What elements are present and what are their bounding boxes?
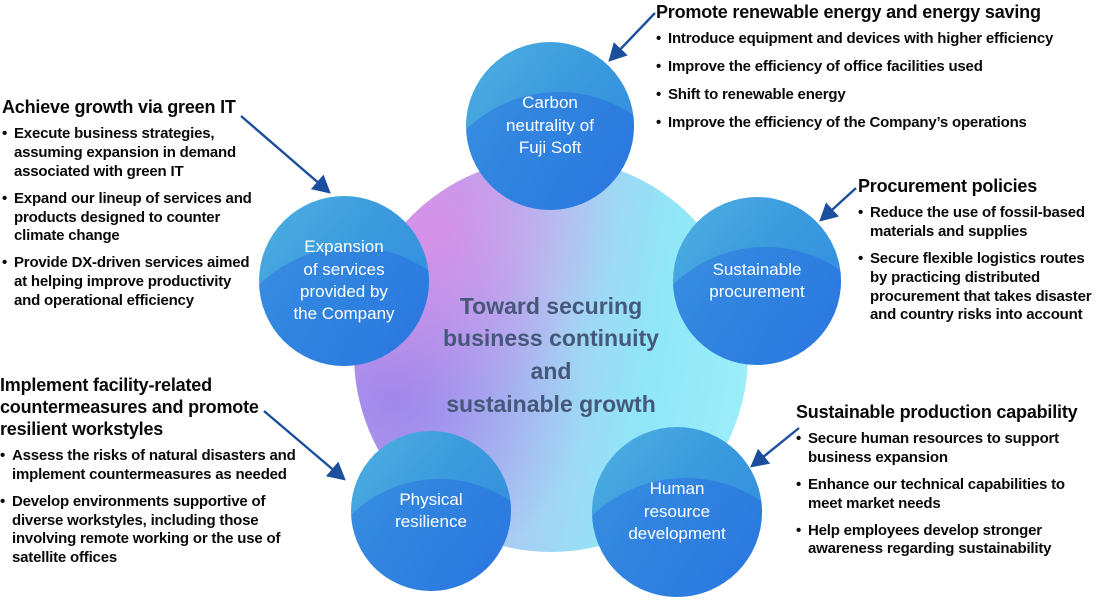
bullet-item: Reduce the use of fossil-based materials… (858, 204, 1100, 242)
bullet-item: Enhance our technical capabilities to me… (796, 476, 1100, 514)
arrow-green-it-to-expansion (240, 115, 331, 194)
node-sustainable-procurement: Sustainable procurement (673, 197, 841, 365)
bullet-item: Provide DX-driven services aimed at help… (2, 254, 254, 311)
annotation-bullet-list: Secure human resources to support busine… (796, 430, 1100, 559)
annotation-facility-countermeasures: Implement facility-related countermeasur… (0, 375, 300, 576)
bullet-item: Expand our lineup of services and produc… (2, 190, 254, 247)
node-procurement-label: Sustainable procurement (709, 259, 805, 301)
bullet-item: Execute business strategies, assuming ex… (2, 125, 254, 182)
node-carbon-label: Carbon neutrality of Fuji Soft (506, 93, 594, 158)
annotation-procurement-policies: Procurement policies Reduce the use of f… (858, 176, 1100, 333)
node-human-resource-development: Human resource development (592, 427, 762, 597)
bullet-item: Secure human resources to support busine… (796, 430, 1100, 468)
bullet-item: Help employees develop stronger awarenes… (796, 522, 1100, 560)
bullet-item: Improve the efficiency of office facilit… (656, 58, 1100, 77)
bullet-item: Secure flexible logistics routes by prac… (858, 250, 1100, 326)
bullet-item: Improve the efficiency of the Company’s … (656, 114, 1100, 133)
node-physical-resilience: Physical resilience (351, 431, 511, 591)
node-human-label: Human resource development (628, 479, 726, 544)
annotation-bullet-list: Introduce equipment and devices with hig… (656, 30, 1100, 133)
annotation-promote-renewable-energy: Promote renewable energy and energy savi… (656, 2, 1100, 142)
annotation-heading: Implement facility-related countermeasur… (0, 375, 259, 439)
bullet-item: Shift to renewable energy (656, 86, 1100, 105)
node-expansion-label: Expansion of services provided by the Co… (293, 237, 395, 324)
bullet-item: Assess the risks of natural disasters an… (0, 447, 300, 485)
annotation-bullet-list: Assess the risks of natural disasters an… (0, 447, 300, 568)
annotation-sustainable-production: Sustainable production capability Secure… (796, 402, 1100, 567)
node-carbon-neutrality: Carbon neutrality of Fuji Soft (466, 42, 634, 210)
arrow-policies-to-procurement (819, 187, 857, 222)
annotation-bullet-list: Execute business strategies, assuming ex… (2, 125, 254, 311)
center-label: Toward securing business continuity and … (443, 292, 659, 417)
annotation-bullet-list: Reduce the use of fossil-based materials… (858, 204, 1100, 325)
arrow-promote-to-carbon (608, 12, 656, 62)
annotation-heading: Procurement policies (858, 176, 1038, 196)
annotation-heading: Promote renewable energy and energy savi… (656, 2, 1041, 22)
arrow-production-to-human (750, 427, 800, 468)
annotation-green-it: Achieve growth via green IT Execute busi… (2, 97, 254, 319)
node-expansion-of-services: Expansion of services provided by the Co… (259, 196, 429, 366)
annotation-heading: Achieve growth via green IT (2, 97, 236, 117)
annotation-heading: Sustainable production capability (796, 402, 1078, 422)
node-physical-label: Physical resilience (395, 489, 467, 531)
bullet-item: Introduce equipment and devices with hig… (656, 30, 1100, 49)
bullet-item: Develop environments supportive of diver… (0, 493, 300, 569)
